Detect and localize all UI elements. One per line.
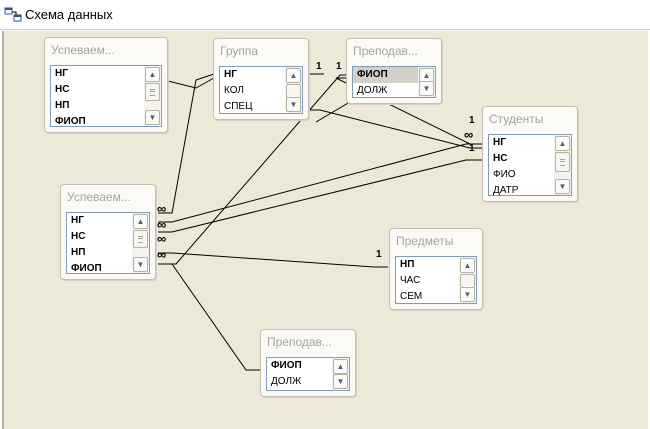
relation-many-marker: ∞ xyxy=(157,247,167,262)
field-item[interactable]: НП xyxy=(400,259,415,270)
field-item[interactable]: ФИОП xyxy=(353,67,418,83)
field-item[interactable]: СПЕЦ xyxy=(224,101,253,112)
scroll-down-arrow-icon[interactable]: ▼ xyxy=(555,179,570,194)
field-item[interactable]: КОЛ xyxy=(224,85,244,96)
scroll-down-arrow-icon[interactable]: ▼ xyxy=(133,257,148,272)
table-title[interactable]: Преподав... xyxy=(353,44,418,58)
table-title[interactable]: Успеваем... xyxy=(51,43,115,57)
scrollbar[interactable]: ▲▼ xyxy=(332,358,349,390)
scrollbar[interactable]: ▲▼ xyxy=(418,67,435,97)
field-item[interactable]: НС xyxy=(493,153,508,164)
scroll-up-arrow-icon[interactable]: ▲ xyxy=(286,68,301,83)
field-item[interactable]: НП xyxy=(71,247,86,258)
window-titlebar: Схема данных xyxy=(0,0,650,30)
table-title[interactable]: Преподав... xyxy=(267,335,332,349)
scroll-thumb[interactable] xyxy=(133,230,148,248)
scrollbar[interactable]: ▲▼ xyxy=(132,213,149,273)
field-item[interactable]: НС xyxy=(55,84,70,95)
window-title: Схема данных xyxy=(25,7,113,22)
grip-icon xyxy=(560,159,565,166)
scroll-down-arrow-icon[interactable]: ▼ xyxy=(145,110,160,125)
scroll-down-arrow-icon[interactable]: ▼ xyxy=(419,81,434,96)
relation-many-marker: ∞ xyxy=(464,127,474,142)
field-item[interactable]: НГ xyxy=(493,137,506,148)
relation-one-marker: 1 xyxy=(469,143,475,154)
field-item[interactable]: ФИОП xyxy=(55,116,86,127)
scroll-down-arrow-icon[interactable]: ▼ xyxy=(460,287,475,302)
table-title[interactable]: Успеваем... xyxy=(67,190,131,204)
field-item[interactable]: ФИОП xyxy=(71,263,102,274)
field-list[interactable]: ФИОП ДОЛЖ ▲▼ xyxy=(352,66,436,98)
relation-one-marker: 1 xyxy=(336,61,342,72)
scrollbar[interactable]: ▲▼ xyxy=(144,66,161,126)
field-item[interactable]: НГ xyxy=(224,69,237,80)
field-item[interactable]: ФИОП xyxy=(271,360,302,371)
table-title[interactable]: Студенты xyxy=(489,112,544,126)
field-item[interactable]: НГ xyxy=(71,215,84,226)
scroll-down-arrow-icon[interactable]: ▼ xyxy=(333,374,348,389)
field-item[interactable]: ДАТР xyxy=(493,185,519,196)
grip-icon xyxy=(138,236,143,243)
field-item[interactable]: ЧАС xyxy=(400,275,421,286)
scroll-up-arrow-icon[interactable]: ▲ xyxy=(460,258,475,273)
scrollbar[interactable]: ▲▼ xyxy=(554,135,571,195)
relationships-icon xyxy=(4,7,22,22)
relation-many-marker: ∞ xyxy=(157,201,167,216)
scrollbar[interactable]: ▲▼ xyxy=(459,257,476,303)
table-prepodav2[interactable]: Преподав... ФИОП ДОЛЖ ▲▼ xyxy=(260,329,356,397)
field-item[interactable]: НС xyxy=(71,231,86,242)
field-item[interactable]: НГ xyxy=(55,68,68,79)
field-item[interactable]: СЕМ xyxy=(400,291,423,302)
table-title[interactable]: Группа xyxy=(220,44,259,58)
scroll-thumb[interactable] xyxy=(460,274,475,288)
grip-icon xyxy=(150,89,155,96)
relation-one-marker: 1 xyxy=(376,249,382,260)
scroll-up-arrow-icon[interactable]: ▲ xyxy=(333,359,348,374)
scroll-down-arrow-icon[interactable]: ▼ xyxy=(286,97,301,112)
scroll-thumb[interactable] xyxy=(286,84,301,98)
scroll-up-arrow-icon[interactable]: ▲ xyxy=(133,214,148,229)
relation-many-marker: ∞ xyxy=(157,231,167,246)
scroll-thumb[interactable] xyxy=(145,83,160,101)
field-item[interactable]: ФИО xyxy=(493,169,516,180)
relation-one-marker: 1 xyxy=(316,61,322,72)
relation-one-marker: 1 xyxy=(469,115,475,126)
field-item[interactable]: ДОЛЖ xyxy=(271,376,302,387)
scroll-up-arrow-icon[interactable]: ▲ xyxy=(555,136,570,151)
scroll-thumb[interactable] xyxy=(555,152,570,172)
scroll-up-arrow-icon[interactable]: ▲ xyxy=(145,67,160,82)
table-title[interactable]: Предметы xyxy=(396,234,454,248)
field-item[interactable]: ДОЛЖ xyxy=(357,85,388,96)
scrollbar[interactable]: ▲▼ xyxy=(285,67,302,113)
field-item[interactable]: НП xyxy=(55,100,70,111)
field-list[interactable]: ФИОП ДОЛЖ ▲▼ xyxy=(266,357,350,391)
table-prepodav1[interactable]: Преподав... ФИОП ДОЛЖ ▲▼ xyxy=(346,38,442,104)
relation-many-marker: ∞ xyxy=(157,217,167,232)
